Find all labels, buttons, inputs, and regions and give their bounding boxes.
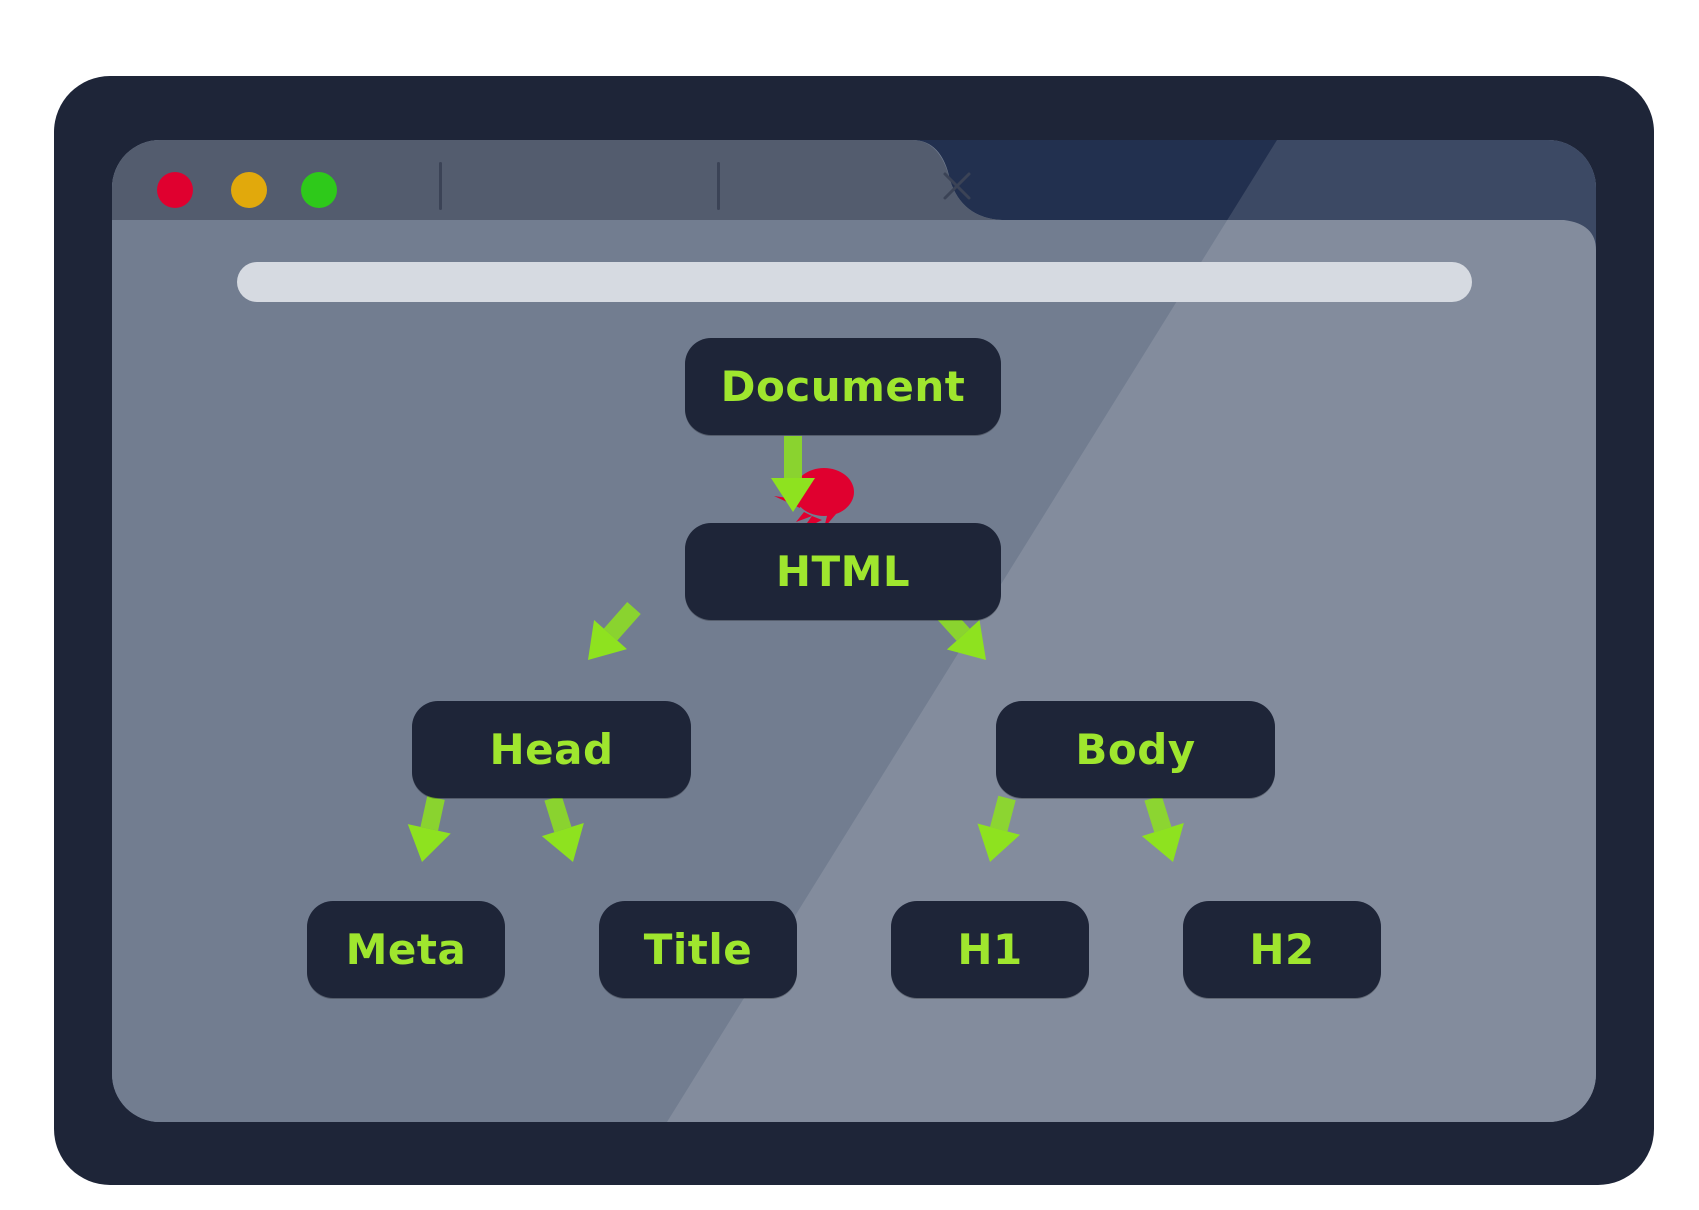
node-html: HTML <box>685 523 1001 620</box>
arrow-head-head-meta <box>407 824 451 862</box>
node-title: Title <box>599 901 797 998</box>
address-bar[interactable] <box>237 262 1472 302</box>
arrow-shaft-head-title <box>544 795 572 833</box>
maximize-window-dot[interactable] <box>301 172 337 208</box>
close-icon[interactable] <box>937 166 977 206</box>
tab-separator <box>717 162 720 210</box>
arrow-shaft-body-h2 <box>1144 795 1172 833</box>
node-h2: H2 <box>1183 901 1381 998</box>
arrow-head-document-html <box>771 478 815 512</box>
tab-separator <box>439 162 442 210</box>
close-window-dot[interactable] <box>157 172 193 208</box>
node-document: Document <box>685 338 1001 435</box>
dom-tree-arrows <box>407 436 1184 862</box>
arrow-head-body-h2 <box>1141 822 1184 862</box>
arrow-shaft-html-head <box>603 602 641 641</box>
arrow-head-body-h1 <box>977 823 1020 862</box>
node-h1: H1 <box>891 901 1089 998</box>
node-head: Head <box>412 701 691 798</box>
arrow-shaft-head-meta <box>420 796 445 831</box>
browser-window: Document HTML Head Body Meta Title H1 H2 <box>112 140 1596 1122</box>
minimize-window-dot[interactable] <box>231 172 267 208</box>
node-meta: Meta <box>307 901 505 998</box>
arrow-head-html-body <box>946 620 986 660</box>
arrow-head-html-head <box>588 619 628 660</box>
arrow-shaft-body-h1 <box>990 795 1016 832</box>
arrow-shaft-document-html <box>784 436 802 478</box>
arrow-head-head-title <box>541 822 584 862</box>
node-body: Body <box>996 701 1275 798</box>
